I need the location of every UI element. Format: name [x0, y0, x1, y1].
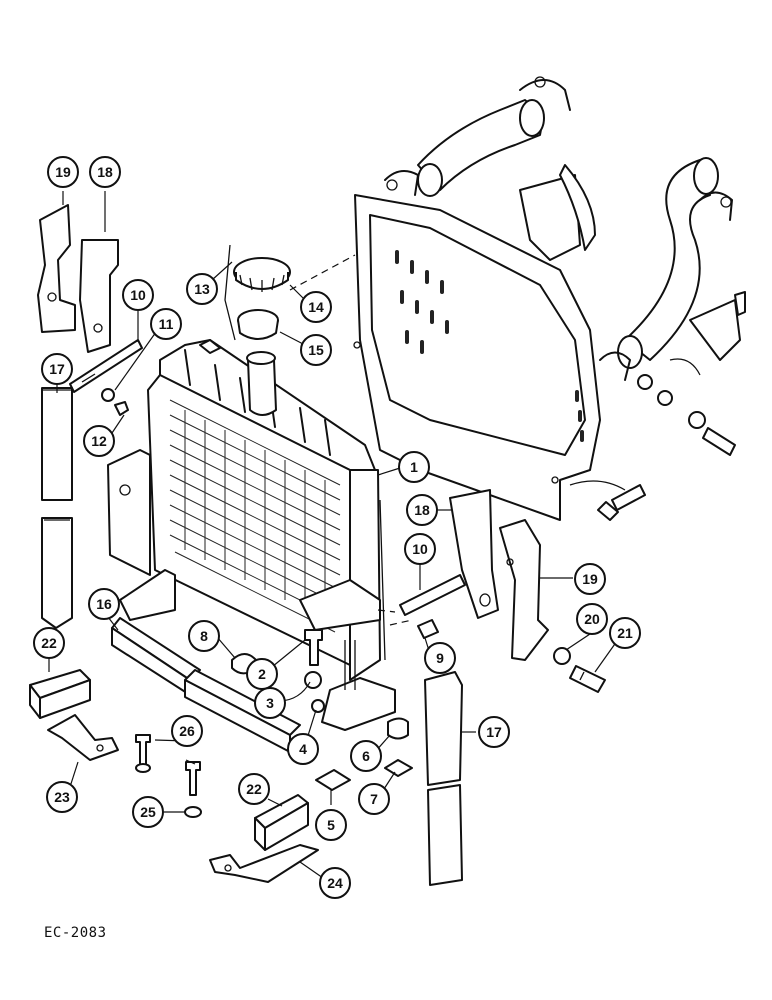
lower-hose [599, 157, 733, 381]
svg-text:2: 2 [258, 666, 266, 682]
radiator-cap-seal [237, 309, 279, 340]
plate-5 [315, 769, 351, 791]
svg-text:9: 9 [436, 650, 444, 666]
svg-text:12: 12 [91, 433, 107, 449]
radiator-assembly [107, 339, 396, 731]
svg-text:14: 14 [308, 299, 324, 315]
left-pad-17 [41, 387, 73, 629]
left-strap-10 [69, 339, 143, 393]
svg-text:23: 23 [54, 789, 70, 805]
svg-text:22: 22 [41, 635, 57, 651]
fan-shroud [353, 194, 601, 521]
callout-15: 15 [300, 334, 332, 366]
callout-2: 2 [246, 658, 278, 690]
callout-19b: 19 [574, 563, 606, 595]
svg-text:18: 18 [97, 164, 113, 180]
callout-19a: 19 [47, 156, 79, 188]
washer-4 [311, 699, 325, 713]
callout-18a: 18 [89, 156, 121, 188]
dashed-leader-9 [389, 619, 413, 626]
figure-code: EC-2083 [44, 925, 107, 941]
svg-text:4: 4 [299, 741, 307, 757]
callout-14: 14 [300, 291, 332, 323]
svg-text:6: 6 [362, 748, 370, 764]
callout-17a: 17 [41, 353, 73, 385]
callout-21: 21 [609, 617, 641, 649]
bottom-bracket-23 [47, 714, 119, 761]
dashed-leader-cap [289, 254, 356, 291]
bolt-21 [569, 665, 606, 693]
svg-text:5: 5 [327, 817, 335, 833]
bolt-2 [304, 629, 323, 666]
shroud-brackets [519, 164, 746, 521]
washer-20 [553, 647, 571, 665]
callout-4: 4 [287, 733, 319, 765]
left-pad-18 [79, 239, 119, 353]
bottom-bracket-24 [209, 844, 319, 883]
svg-text:17: 17 [486, 724, 502, 740]
callout-1: 1 [398, 451, 430, 483]
plate-7 [384, 759, 413, 777]
callout-10b: 10 [404, 533, 436, 565]
callout-22b: 22 [238, 773, 270, 805]
callout-18b: 18 [406, 494, 438, 526]
nut-9 [417, 619, 439, 639]
svg-text:21: 21 [617, 625, 633, 641]
callout-7: 7 [358, 783, 390, 815]
callout-12: 12 [83, 425, 115, 457]
svg-text:17: 17 [49, 361, 65, 377]
dashed-leader-radiator [377, 609, 396, 613]
svg-text:25: 25 [140, 804, 156, 820]
callout-11: 11 [150, 308, 182, 340]
svg-text:1: 1 [410, 459, 418, 475]
left-support-bracket-19 [37, 204, 76, 333]
left-washer-nut [101, 388, 129, 416]
spacer-6 [387, 717, 409, 740]
callout-22a: 22 [33, 627, 65, 659]
svg-text:20: 20 [584, 611, 600, 627]
right-pad-18 [449, 489, 499, 619]
svg-text:18: 18 [414, 502, 430, 518]
bolts-washers-25-26 [135, 734, 202, 818]
callout-17b: 17 [478, 716, 510, 748]
svg-text:26: 26 [179, 723, 195, 739]
callout-23: 23 [46, 781, 78, 813]
svg-text:13: 13 [194, 281, 210, 297]
svg-text:10: 10 [412, 541, 428, 557]
callout-25: 25 [132, 796, 164, 828]
cap-bracket-line [224, 244, 236, 341]
right-pad-17 [424, 671, 463, 886]
right-strap-10 [399, 574, 466, 616]
upper-hose [384, 76, 571, 197]
radiator-cap [233, 257, 291, 292]
callout-9: 9 [424, 642, 456, 674]
svg-text:16: 16 [96, 596, 112, 612]
svg-text:3: 3 [266, 695, 274, 711]
callout-16: 16 [88, 588, 120, 620]
callout-26: 26 [171, 715, 203, 747]
svg-text:22: 22 [246, 781, 262, 797]
callout-5: 5 [315, 809, 347, 841]
callout-24: 24 [319, 867, 351, 899]
right-bracket-19 [499, 519, 549, 661]
svg-text:8: 8 [200, 628, 208, 644]
callout-6: 6 [350, 740, 382, 772]
callout-10a: 10 [122, 279, 154, 311]
svg-text:11: 11 [159, 316, 174, 332]
svg-text:7: 7 [370, 791, 378, 807]
svg-text:19: 19 [582, 571, 598, 587]
bottom-pads-22 [29, 669, 309, 851]
svg-text:10: 10 [130, 287, 146, 303]
svg-text:24: 24 [327, 875, 343, 891]
callout-13: 13 [186, 273, 218, 305]
svg-text:15: 15 [308, 342, 324, 358]
callout-20: 20 [576, 603, 608, 635]
callout-19a-label: 19 [55, 164, 71, 180]
callout-3: 3 [254, 687, 286, 719]
callout-8: 8 [188, 620, 220, 652]
